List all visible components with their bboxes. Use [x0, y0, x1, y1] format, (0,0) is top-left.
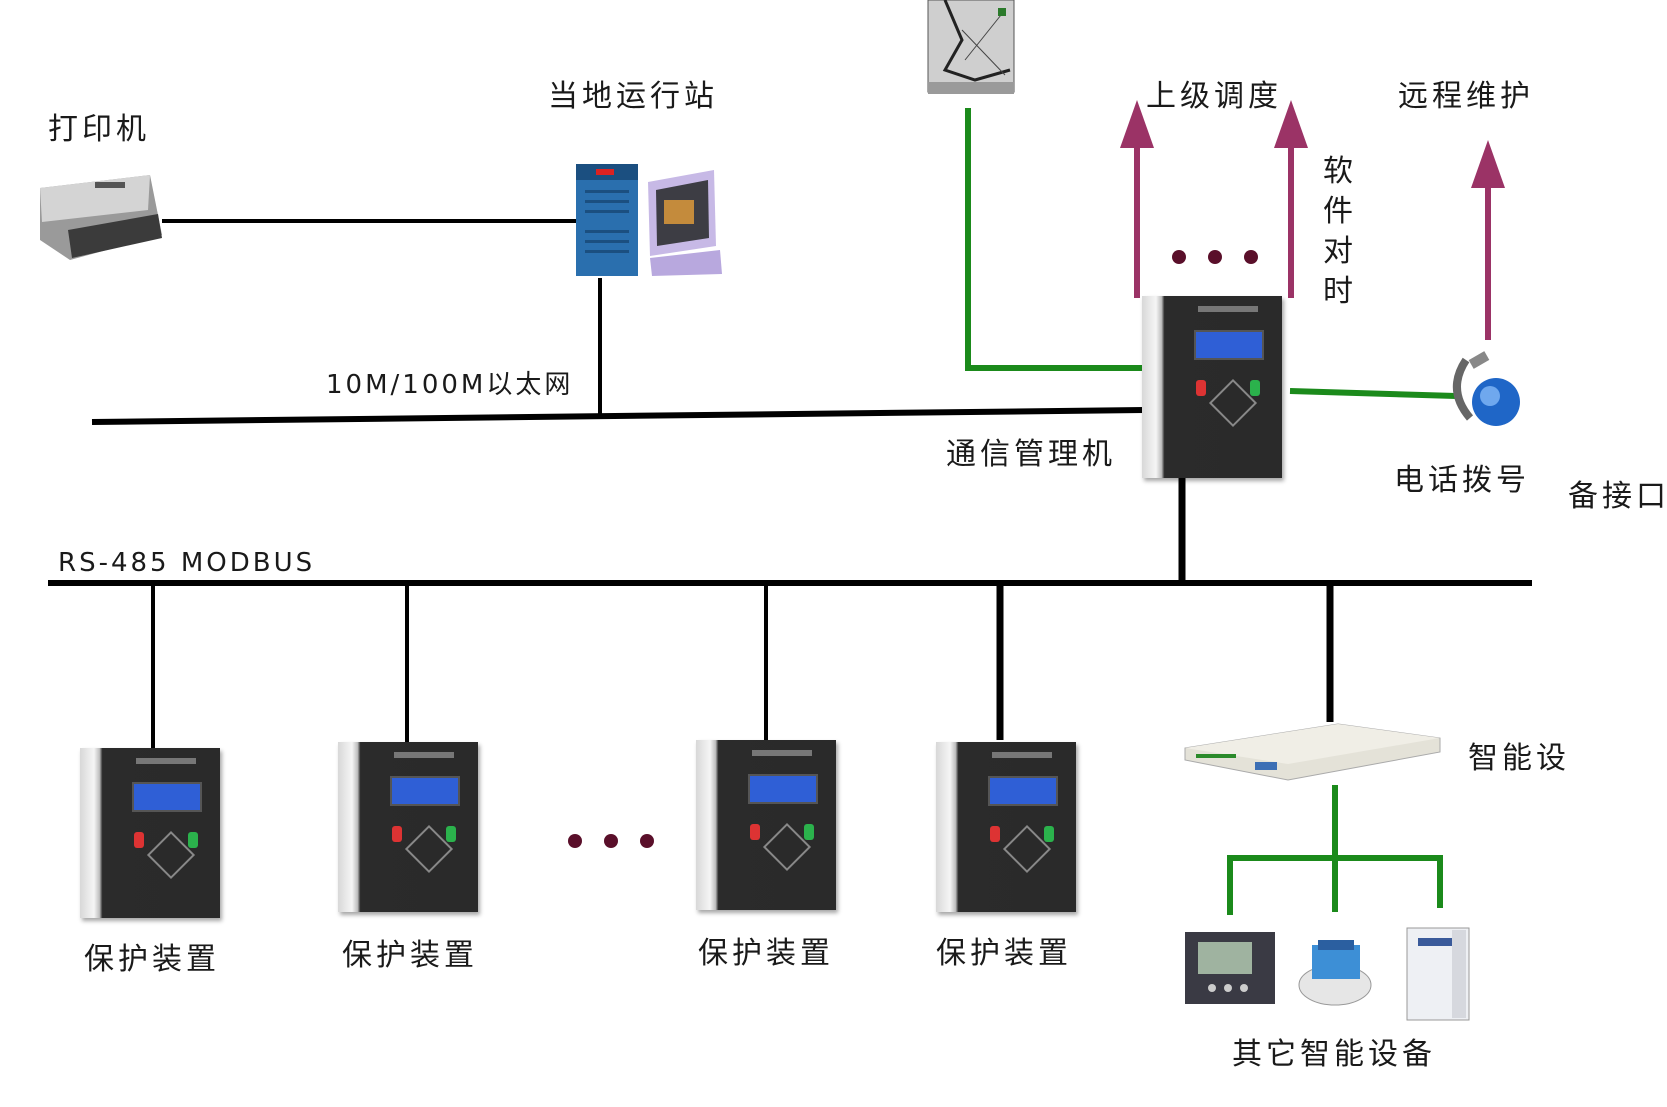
remote-maintenance-label: 远程维护: [1398, 79, 1534, 114]
temperature-transmitter-icon: [1298, 940, 1372, 1006]
ethernet-bus: [91, 407, 1146, 425]
device-branch: [1227, 855, 1443, 915]
phone-link: [1289, 388, 1457, 399]
computer-monitor-icon: [648, 170, 722, 276]
arrow-up-icon: [1120, 100, 1154, 298]
gps-antenna-icon: [927, 0, 1015, 94]
comm-manager-device-icon: [1142, 296, 1282, 478]
comm-manager-label: 通信管理机: [946, 437, 1116, 472]
protection-device-label: 保护装置: [84, 942, 220, 977]
phone-dial-label: 电话拨号: [1394, 463, 1530, 498]
power-meter-icon: [1185, 932, 1275, 1004]
software-timing-label: 软 件 对 时: [1323, 154, 1353, 309]
protection-relay-icon: [80, 748, 220, 918]
upper-dispatch-label: 上级调度: [1146, 79, 1282, 114]
smart-device-label: 智能设: [1468, 741, 1570, 776]
protection-device-label: 保护装置: [342, 938, 478, 973]
ethernet-label: 10M/100M以太网: [326, 370, 574, 400]
protection-relay-icon: [696, 740, 836, 910]
arrow-up-icon: [1274, 100, 1308, 298]
printer-label: 打印机: [48, 112, 150, 147]
protection-relay-icon: [338, 742, 478, 912]
backup-interface-label: 备接口: [1568, 479, 1667, 514]
rs485-label: RS-485 MODBUS: [58, 548, 316, 578]
arrow-up-icon: [1471, 140, 1505, 340]
server-tower-icon: [576, 164, 638, 276]
gps-link: [965, 108, 1145, 371]
ellipsis-dots: [568, 834, 654, 848]
phone-globe-icon: [1452, 351, 1520, 426]
protection-device-label: 保护装置: [936, 936, 1072, 971]
local-station-label: 当地运行站: [548, 79, 718, 114]
other-smart-devices-label: 其它智能设备: [1232, 1037, 1436, 1072]
ups-cabinet-icon: [1406, 927, 1470, 1021]
protection-device-label: 保护装置: [698, 936, 834, 971]
ellipsis-dots: [1172, 250, 1258, 264]
protection-relay-icon: [936, 742, 1076, 912]
network-switch-icon: [1184, 723, 1441, 781]
printer-icon: [40, 175, 162, 260]
